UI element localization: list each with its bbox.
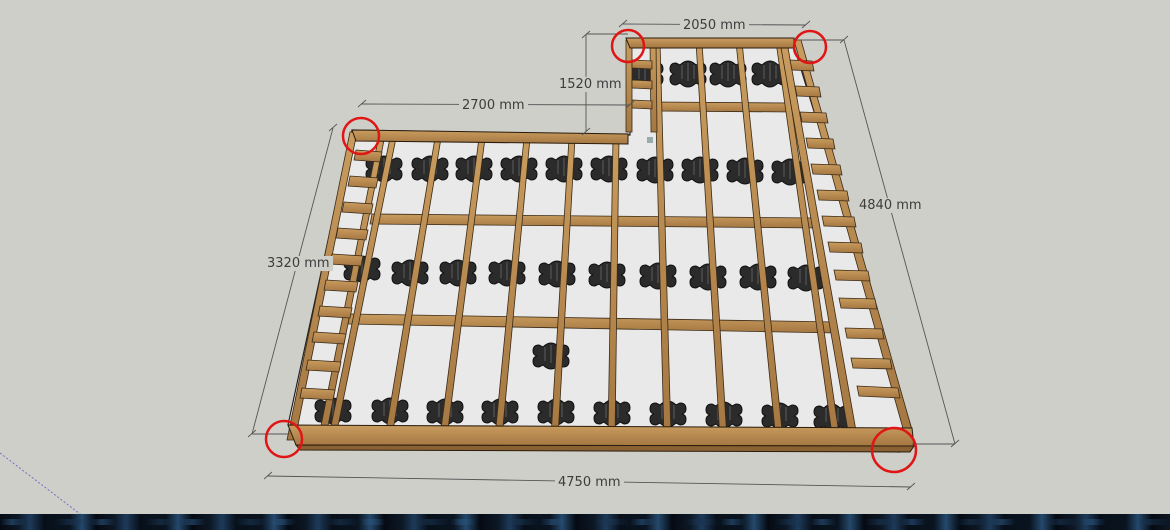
joists bbox=[328, 41, 841, 442]
highlight-circles bbox=[264, 28, 918, 474]
bracket-icon bbox=[647, 137, 653, 143]
highlight-circle-top-right bbox=[792, 29, 828, 65]
deck-frame-model[interactable] bbox=[0, 0, 1170, 514]
dimension-label-notch-depth[interactable]: 1520 mm bbox=[556, 77, 625, 92]
dimension-label-left-top-width[interactable]: 2700 mm bbox=[459, 98, 528, 113]
right-rim-ladder bbox=[779, 39, 913, 443]
dimension-label-left-depth[interactable]: 3320 mm bbox=[264, 256, 333, 271]
highlight-circle-bottom-right bbox=[870, 426, 918, 474]
dimension-label-bottom-width[interactable]: 4750 mm bbox=[555, 475, 624, 490]
3d-modeling-viewport[interactable]: 2050 mm 1520 mm 2700 mm 3320 mm 4840 mm … bbox=[0, 0, 1170, 514]
highlight-circle-bottom-left bbox=[264, 419, 304, 459]
taskbar-strip bbox=[0, 514, 1170, 530]
dimension-label-right-depth[interactable]: 4840 mm bbox=[856, 198, 925, 213]
highlight-circle-notch-corner bbox=[341, 116, 381, 156]
left-rim-ladder bbox=[286, 131, 385, 441]
highlight-circle-top-left bbox=[610, 28, 646, 64]
axis-guide-line bbox=[0, 452, 81, 514]
dimension-label-top-width[interactable]: 2050 mm bbox=[680, 18, 749, 33]
